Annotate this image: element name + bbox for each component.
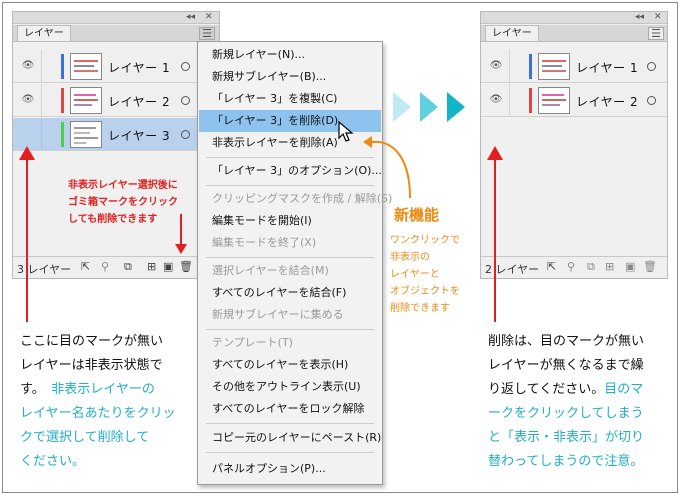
- target-circle-icon[interactable]: [181, 130, 190, 139]
- layer-color-bar: [529, 54, 532, 79]
- layer-count: 3 レイヤー: [17, 263, 72, 276]
- eye-icon[interactable]: 👁: [21, 60, 35, 71]
- right-description: 削除は、目のマークが無い レイヤーが無くなるまで繰 り返してください。目のマ ー…: [488, 334, 645, 469]
- layer-name[interactable]: レイヤー 2: [108, 95, 171, 109]
- menu-item-unlock-all[interactable]: すべてのレイヤーをロック解除: [212, 402, 365, 415]
- layers-panel-after: ◂◂ ✕ レイヤー ☰ 👁 レイヤー 1 👁 レイヤー 2 2 レイヤー ⇱ ⚲…: [480, 11, 668, 279]
- trash-icon[interactable]: 🗑: [179, 260, 193, 273]
- layer-count: 2 レイヤー: [485, 263, 540, 276]
- menu-item-exit-isolation[interactable]: 編集モードを終了(X): [212, 236, 317, 249]
- hamburger-icon: ☰: [202, 27, 212, 40]
- export-icon[interactable]: ⇱: [547, 260, 557, 273]
- close-icon[interactable]: ✕: [654, 12, 662, 22]
- clipping-mask-icon[interactable]: ⧉: [124, 260, 132, 273]
- panel-footer: 2 レイヤー ⇱ ⚲ ⧉ ⊞ ▣ 🗑: [481, 256, 667, 278]
- menu-item-options[interactable]: 「レイヤー 3」のオプション(O)...: [212, 164, 382, 177]
- layer-color-bar: [61, 122, 64, 147]
- locate-search-icon[interactable]: ⚲: [567, 260, 576, 273]
- menu-item-show-all[interactable]: すべてのレイヤーを表示(H): [212, 358, 349, 371]
- layer-thumbnail: [70, 87, 102, 114]
- double-chevron-left-icon[interactable]: ◂◂: [635, 12, 645, 22]
- menu-item-paste-remembers[interactable]: コピー元のレイヤーにペースト(R): [212, 431, 382, 444]
- layer-name[interactable]: レイヤー 3: [108, 129, 171, 143]
- layer-thumbnail: [538, 87, 570, 114]
- panel-menu-button[interactable]: ☰: [648, 27, 664, 40]
- menu-item-template[interactable]: テンプレート(T): [212, 336, 293, 349]
- menu-item-clipping-mask[interactable]: クリッピングマスクを作成 / 解除(S): [212, 192, 393, 205]
- panel-menu-button[interactable]: ☰: [199, 27, 215, 40]
- menu-item-delete-hidden[interactable]: 非表示レイヤーを削除(A): [212, 136, 338, 149]
- trash-icon[interactable]: 🗑: [643, 260, 657, 273]
- trash-note: 非表示レイヤー選択後に ゴミ箱マークをクリック しても削除できます: [68, 180, 178, 225]
- menu-item-new-layer[interactable]: 新規レイヤー(N)...: [212, 48, 305, 61]
- tab-layers[interactable]: レイヤー: [17, 25, 71, 41]
- layer-row-3[interactable]: レイヤー 3: [13, 118, 219, 151]
- layer-color-bar: [529, 88, 532, 113]
- layer-color-bar: [61, 54, 64, 79]
- panel-footer: 3 レイヤー ⇱ ⚲ ⧉ ⊞ ▣ 🗑: [13, 256, 219, 278]
- layer-thumbnail: [70, 121, 102, 148]
- menu-item-enter-isolation[interactable]: 編集モードを開始(I): [212, 214, 312, 227]
- layer-thumbnail: [538, 53, 570, 80]
- layers-panel-menu: 新規レイヤー(N)... 新規サブレイヤー(B)... 「レイヤー 3」を複製(…: [197, 41, 393, 485]
- new-feature-description: ワンクリックで 非表示の レイヤーと オブジェクトを 削除できます: [390, 235, 460, 314]
- forward-arrows-icon: [393, 92, 465, 122]
- menu-item-delete[interactable]: 「レイヤー 3」を削除(D): [199, 110, 381, 132]
- target-circle-icon[interactable]: [647, 96, 656, 105]
- locate-search-icon[interactable]: ⚲: [101, 260, 110, 273]
- clipping-mask-icon[interactable]: ⧉: [587, 260, 595, 273]
- menu-item-flatten[interactable]: すべてのレイヤーを結合(F): [212, 286, 347, 299]
- new-feature-title: 新機能: [394, 206, 440, 224]
- target-circle-icon[interactable]: [181, 62, 190, 71]
- menu-item-new-sublayer[interactable]: 新規サブレイヤー(B)...: [212, 70, 327, 83]
- menu-item-outline-others[interactable]: その他をアウトライン表示(U): [212, 380, 361, 393]
- menu-item-merge-selected[interactable]: 選択レイヤーを結合(M): [212, 264, 329, 277]
- target-circle-icon[interactable]: [647, 62, 656, 71]
- double-chevron-left-icon[interactable]: ◂◂: [186, 12, 196, 22]
- layer-row-1[interactable]: 👁 レイヤー 1: [481, 50, 667, 83]
- layer-row-2[interactable]: 👁 レイヤー 2: [13, 84, 219, 117]
- panel-title-bar[interactable]: ◂◂ ✕: [13, 12, 219, 24]
- menu-item-collect-sublayer[interactable]: 新規サブレイヤーに集める: [212, 308, 344, 321]
- layer-name[interactable]: レイヤー 2: [576, 95, 639, 109]
- new-sublayer-icon[interactable]: ⊞: [605, 260, 615, 273]
- eye-icon[interactable]: 👁: [489, 94, 503, 105]
- new-layer-icon[interactable]: ▣: [163, 260, 174, 273]
- mouse-cursor-icon: [338, 121, 354, 142]
- layer-name[interactable]: レイヤー 1: [576, 61, 639, 75]
- new-layer-icon[interactable]: ▣: [625, 260, 636, 273]
- layers-panel-before: ◂◂ ✕ レイヤー ☰ 👁 レイヤー 1 👁 レイヤー 2: [12, 11, 220, 279]
- layer-row-1[interactable]: 👁 レイヤー 1: [13, 50, 219, 83]
- layer-row-2[interactable]: 👁 レイヤー 2: [481, 84, 667, 117]
- close-icon[interactable]: ✕: [205, 12, 213, 22]
- menu-item-panel-options[interactable]: パネルオプション(P)...: [212, 462, 326, 475]
- export-icon[interactable]: ⇱: [81, 260, 91, 273]
- new-sublayer-icon[interactable]: ⊞: [147, 260, 157, 273]
- layer-color-bar: [61, 88, 64, 113]
- panel-title-bar[interactable]: ◂◂ ✕: [481, 12, 667, 24]
- eye-icon[interactable]: 👁: [489, 60, 503, 71]
- left-description: ここに目のマークが無い レイヤーは非表示状態で す。 非表示レイヤーの レイヤー…: [20, 334, 176, 469]
- layer-name[interactable]: レイヤー 1: [108, 61, 171, 75]
- hamburger-icon: ☰: [651, 27, 661, 40]
- tab-layers[interactable]: レイヤー: [485, 25, 539, 41]
- eye-icon[interactable]: 👁: [21, 94, 35, 105]
- layer-thumbnail: [70, 53, 102, 80]
- target-circle-icon[interactable]: [181, 96, 190, 105]
- menu-item-duplicate[interactable]: 「レイヤー 3」を複製(C): [212, 92, 338, 105]
